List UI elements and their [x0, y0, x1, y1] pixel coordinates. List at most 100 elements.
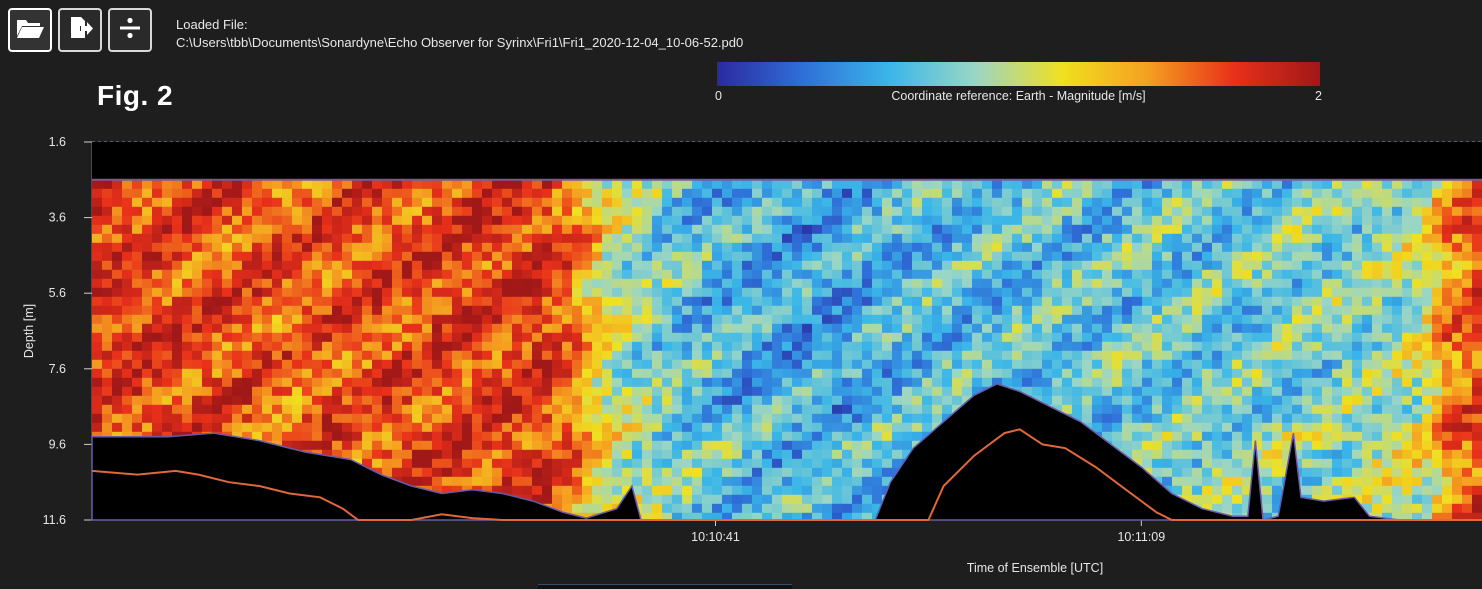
- heatmap-cell: [722, 396, 733, 406]
- heatmap-cell: [602, 405, 613, 415]
- heatmap-cell: [762, 270, 773, 280]
- heatmap-cell: [582, 306, 593, 316]
- heatmap-cell: [742, 252, 753, 261]
- heatmap-cell: [1052, 207, 1063, 217]
- heatmap-cell: [732, 270, 743, 280]
- heatmap-cell: [1192, 288, 1203, 298]
- heatmap-cell: [1282, 297, 1293, 307]
- heatmap-cell: [1152, 234, 1163, 244]
- heatmap-cell: [1052, 198, 1063, 208]
- heatmap-cell: [522, 342, 533, 352]
- heatmap-cell: [1152, 189, 1163, 199]
- divide-button[interactable]: [108, 8, 152, 52]
- heatmap-cell: [382, 432, 393, 442]
- heatmap-cell: [672, 441, 683, 451]
- heatmap-cell: [322, 198, 333, 208]
- heatmap-cell: [1202, 369, 1213, 379]
- heatmap-cell: [552, 441, 563, 451]
- heatmap-cell: [1102, 261, 1113, 271]
- heatmap-cell: [102, 414, 113, 424]
- export-button[interactable]: [58, 8, 102, 52]
- heatmap-cell: [212, 396, 223, 406]
- heatmap-cell: [742, 297, 753, 307]
- heatmap-cell: [792, 495, 803, 505]
- heatmap-cell: [1332, 486, 1343, 496]
- heatmap-cell: [782, 189, 793, 199]
- open-file-button[interactable]: [8, 8, 52, 52]
- heatmap-cell: [1292, 180, 1303, 190]
- heatmap-cell: [332, 378, 343, 388]
- heatmap-cell: [542, 225, 553, 235]
- heatmap-cell: [212, 297, 223, 307]
- heatmap-cell: [472, 279, 483, 289]
- heatmap-cell: [172, 270, 183, 280]
- heatmap-cell: [162, 189, 173, 199]
- heatmap-cell: [622, 387, 633, 397]
- heatmap-cell: [1182, 225, 1193, 235]
- heatmap-cell: [452, 297, 463, 307]
- heatmap-cell: [1182, 288, 1193, 298]
- heatmap-cell: [782, 243, 793, 253]
- heatmap-cell: [1242, 315, 1253, 325]
- heatmap-cell: [1252, 180, 1263, 190]
- heatmap-cell: [1062, 297, 1073, 307]
- heatmap-cell: [1312, 324, 1323, 334]
- heatmap-cell: [532, 378, 543, 388]
- heatmap-cell: [212, 216, 223, 226]
- heatmap-cell: [422, 225, 433, 235]
- heatmap-cell: [1132, 333, 1143, 343]
- heatmap-cell: [232, 342, 243, 352]
- heatmap-cell: [232, 270, 243, 280]
- heatmap-cell: [532, 333, 543, 343]
- heatmap-cell: [902, 360, 913, 370]
- heatmap-cell: [842, 387, 853, 397]
- heatmap-cell: [682, 468, 693, 478]
- heatmap-cell: [1262, 459, 1273, 469]
- heatmap-cell: [742, 261, 753, 271]
- heatmap-cell: [1332, 180, 1343, 190]
- heatmap-cell: [1022, 243, 1033, 253]
- heatmap-cell: [1222, 477, 1233, 487]
- heatmap-cell: [272, 297, 283, 307]
- heatmap-cell: [192, 261, 203, 271]
- heatmap-cell: [752, 189, 763, 199]
- heatmap-cell: [1372, 270, 1383, 280]
- heatmap-cell: [832, 450, 843, 460]
- heatmap-cell: [1222, 495, 1233, 505]
- heatmap-cell: [242, 198, 253, 208]
- heatmap-cell: [1112, 405, 1123, 415]
- heatmap-cell: [682, 450, 693, 460]
- heatmap-cell: [112, 216, 123, 226]
- heatmap-cell: [1142, 369, 1153, 379]
- heatmap-cell: [1232, 360, 1243, 370]
- heatmap-cell: [862, 387, 873, 397]
- heatmap-cell: [142, 252, 153, 261]
- heatmap-cell: [542, 468, 553, 478]
- heatmap-cell: [632, 297, 643, 307]
- heatmap-cell: [332, 261, 343, 271]
- heatmap-cell: [662, 324, 673, 334]
- heatmap-cell: [892, 279, 903, 289]
- heatmap-cell: [532, 279, 543, 289]
- heatmap-cell: [962, 243, 973, 253]
- heatmap-cell: [162, 378, 173, 388]
- heatmap-cell: [952, 288, 963, 298]
- heatmap-cell: [332, 315, 343, 325]
- heatmap-cell: [852, 441, 863, 451]
- heatmap-cell: [222, 198, 233, 208]
- heatmap-cell: [862, 468, 873, 478]
- heatmap-cell: [142, 423, 153, 433]
- heatmap-cell: [1222, 225, 1233, 235]
- heatmap-cell: [1232, 396, 1243, 406]
- heatmap-cell: [312, 387, 323, 397]
- heatmap-cell: [1332, 423, 1343, 433]
- heatmap-cell: [562, 450, 573, 460]
- heatmap-cell: [122, 252, 133, 261]
- heatmap-cell: [662, 270, 673, 280]
- heatmap-cell: [532, 423, 543, 433]
- heatmap-cell: [682, 216, 693, 226]
- heatmap-cell: [782, 261, 793, 271]
- heatmap-cell: [142, 234, 153, 244]
- heatmap-cell: [1042, 279, 1053, 289]
- heatmap-cell: [112, 225, 123, 235]
